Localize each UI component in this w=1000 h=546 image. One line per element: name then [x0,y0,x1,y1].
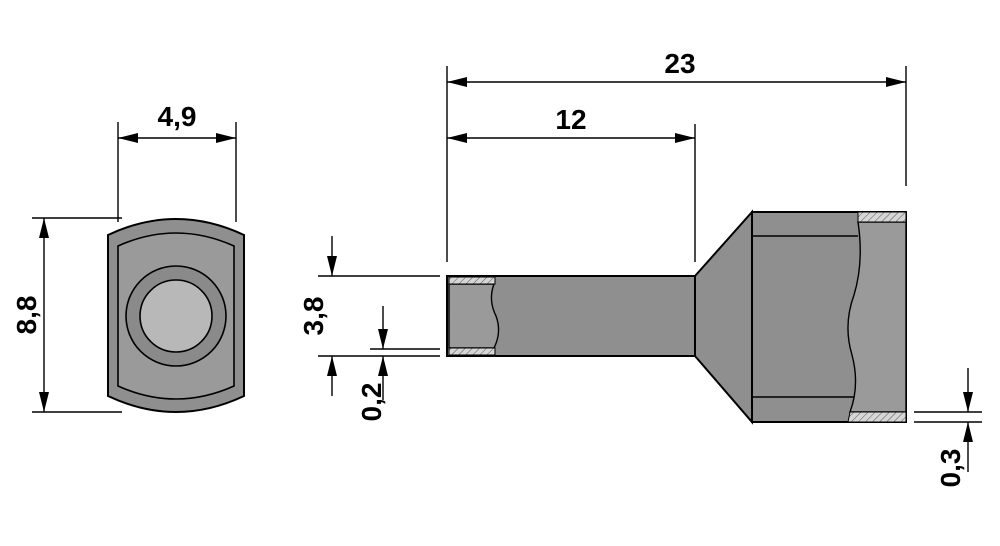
dimension-total-length: 23 [446,48,907,262]
tube-wall-hatch-top [448,276,496,285]
dimension-label-front-height: 8,8 [11,296,42,335]
tube-wall-hatch-bottom [448,347,496,356]
dimension-front-height: 8,8 [11,217,122,413]
front-view [107,218,245,413]
collar-wall-hatch-top [857,211,907,223]
dimension-sleeve-wall: 0,3 [914,368,982,487]
dimension-label-tube-length: 12 [555,104,586,135]
dimension-label-front-width: 4,9 [158,101,197,132]
collar-wall-hatch-bottom [847,411,907,423]
dimension-tube-length: 12 [447,104,696,262]
side-view [446,209,907,425]
tube-section-cut [448,283,500,349]
dimension-label-tube-wall: 0,2 [356,383,387,422]
collar-section-cut [847,221,907,413]
dimension-label-total-length: 23 [664,48,695,79]
funnel-cone [694,209,753,425]
dimension-label-tube-diameter: 3,8 [298,297,329,336]
dimension-tube-wall: 0,2 [356,306,440,421]
dimension-tube-diameter: 3,8 [298,236,440,396]
front-view-bore [139,279,213,353]
dimension-label-sleeve-wall: 0,3 [935,449,966,488]
dimension-front-width: 4,9 [117,101,237,222]
